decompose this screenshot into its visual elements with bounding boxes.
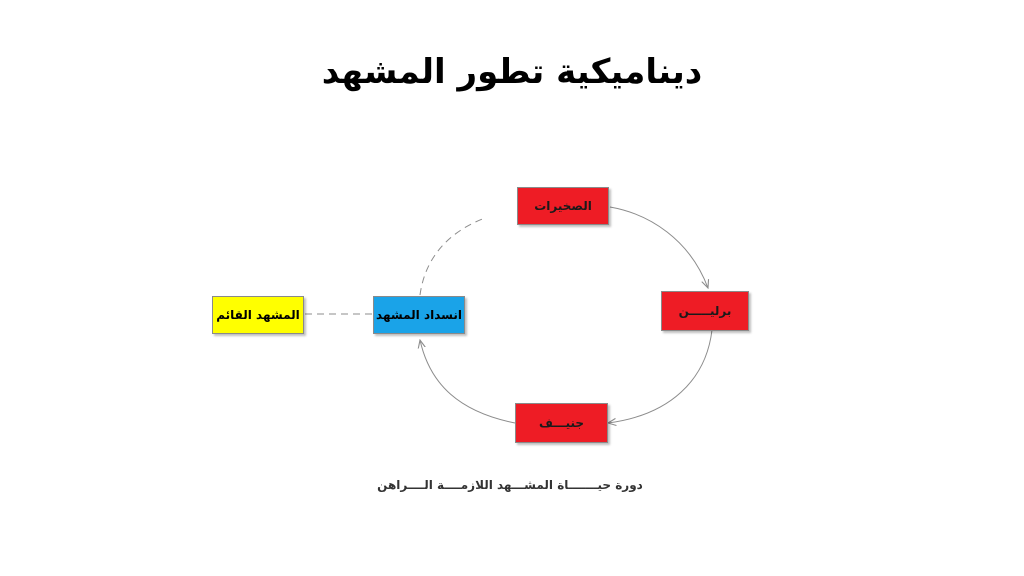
dashed-impasse-to-rocks — [419, 217, 486, 296]
node-berlin: برليـــــن — [661, 291, 749, 331]
arrow-rocks-to-berlin — [609, 206, 708, 288]
node-geneva: جنيـــف — [515, 403, 608, 443]
node-rocks-label: الصخيرات — [534, 199, 592, 213]
arrow-geneva-to-impasse — [420, 340, 516, 424]
node-rocks: الصخيرات — [517, 187, 609, 225]
node-geneva-label: جنيـــف — [538, 416, 585, 430]
node-impasse-label: انسداد المشهد — [376, 308, 462, 322]
figure-caption: دورة حيـــــــاة المشـــهد اللازمــــة ا… — [377, 478, 643, 492]
arrow-berlin-to-geneva — [608, 329, 713, 423]
node-current: المشهد القائم — [212, 296, 304, 334]
node-impasse: انسداد المشهد — [373, 296, 465, 334]
node-berlin-label: برليـــــن — [678, 304, 732, 318]
page-title: ديناميكية تطور المشهد — [321, 52, 703, 92]
node-current-label: المشهد القائم — [216, 308, 300, 322]
